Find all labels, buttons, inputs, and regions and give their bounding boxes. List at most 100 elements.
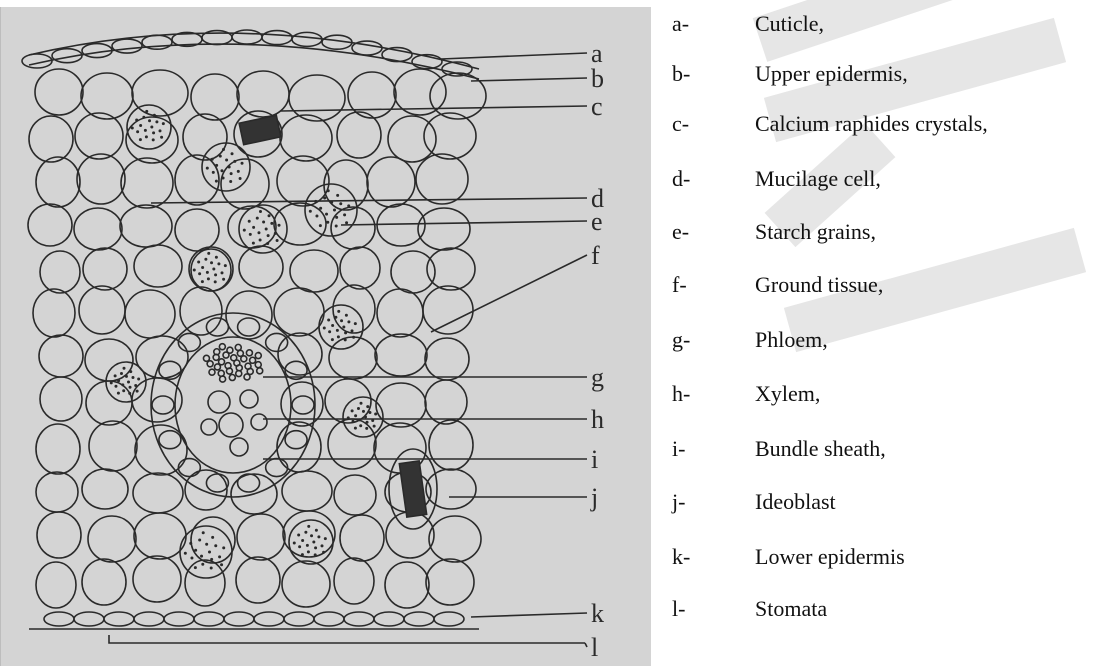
starch-grain xyxy=(259,210,262,213)
legend-letter: a- xyxy=(672,11,689,37)
label-i: i xyxy=(591,445,598,474)
legend-text: Mucilage cell, xyxy=(755,166,881,192)
phloem-cell xyxy=(203,355,209,361)
bundle-sheath-cell xyxy=(266,459,288,477)
starch-grain xyxy=(357,407,360,410)
label-leader-line xyxy=(151,198,587,203)
ground-tissue-cell xyxy=(424,113,476,159)
starch-grain xyxy=(162,122,165,125)
starch-grain xyxy=(351,329,354,332)
starch-grain xyxy=(319,207,322,210)
legend-item: a- Cuticle, xyxy=(672,11,1092,51)
ground-tissue-cell xyxy=(82,559,126,605)
starch-grain xyxy=(248,220,251,223)
starch-grain xyxy=(207,277,210,280)
starch-grain xyxy=(312,541,315,544)
starch-grain xyxy=(194,549,197,552)
ground-tissue-cell xyxy=(36,424,80,474)
legend-text: Ideoblast xyxy=(755,489,836,515)
legend-letter: f- xyxy=(672,272,687,298)
label-c: c xyxy=(591,92,603,121)
ground-tissue-cell xyxy=(36,157,80,207)
lower-epidermis-cell xyxy=(284,612,314,626)
phloem-cell xyxy=(255,353,261,359)
starch-grain xyxy=(144,129,147,132)
ground-tissue-cell xyxy=(175,155,219,205)
starch-grain xyxy=(145,135,148,138)
legend-text: Cuticle, xyxy=(755,11,824,37)
starch-grain xyxy=(366,421,369,424)
ground-tissue-cell xyxy=(88,516,136,562)
starch-grain xyxy=(131,126,134,129)
starch-grain xyxy=(136,390,139,393)
ground-tissue-cell xyxy=(185,560,225,606)
starch-grain xyxy=(205,543,208,546)
label-f: f xyxy=(591,241,600,270)
starch-grain xyxy=(314,546,317,549)
starch-grain xyxy=(243,229,246,232)
starch-grain xyxy=(148,119,151,122)
ground-tissue-cell xyxy=(337,112,381,158)
ground-tissue-cell xyxy=(79,286,125,334)
phloem-cell xyxy=(209,369,215,375)
label-leader-line xyxy=(471,613,587,617)
starch-grain xyxy=(354,414,357,417)
ground-tissue-cell xyxy=(39,335,83,377)
starch-grain xyxy=(212,171,215,174)
starch-grain xyxy=(225,158,228,161)
legend-item: b-Upper epidermis, xyxy=(672,61,1092,101)
upper-epidermis-cell xyxy=(262,31,292,45)
starch-grain xyxy=(267,234,270,237)
starch-grain xyxy=(322,551,325,554)
legend-item: h-Xylem, xyxy=(672,381,1092,421)
starch-grain xyxy=(215,164,218,167)
legend-text: Phloem, xyxy=(755,327,828,353)
starch-grain xyxy=(340,319,343,322)
label-h: h xyxy=(591,405,604,434)
starch-grain xyxy=(265,228,268,231)
legend-text: Starch grains, xyxy=(755,219,876,245)
legend-text: Lower epidermis xyxy=(755,544,905,570)
starch-grain xyxy=(268,214,271,217)
ground-tissue-cell xyxy=(429,516,481,562)
legend-text: Bundle sheath, xyxy=(755,436,886,462)
starch-grain xyxy=(214,544,217,547)
ground-tissue-cell xyxy=(83,248,127,290)
ground-tissue-cell xyxy=(133,473,183,513)
legend-letter: j- xyxy=(672,489,685,515)
starch-grain xyxy=(110,381,113,384)
starch-grain xyxy=(315,214,318,217)
starch-grain xyxy=(337,335,340,338)
starch-grain xyxy=(206,167,209,170)
starch-grain xyxy=(331,324,334,327)
starch-grain xyxy=(252,242,255,245)
legend-text: Ground tissue, xyxy=(755,272,883,298)
starch-grain xyxy=(150,126,153,129)
starch-grain xyxy=(215,180,218,183)
legend-item: j- Ideoblast xyxy=(672,489,1092,529)
legend-item: f- Ground tissue, xyxy=(672,272,1092,312)
legend-text: Stomata xyxy=(755,596,827,622)
phloem-cell xyxy=(246,350,252,356)
lower-epidermis-cell xyxy=(314,612,344,626)
starch-grain xyxy=(319,224,322,227)
starch-grain xyxy=(298,545,301,548)
starch-grain xyxy=(351,409,354,412)
starch-grain xyxy=(222,278,225,281)
ground-tissue-cell xyxy=(125,290,175,338)
ground-tissue-cell xyxy=(35,69,83,115)
starch-grain xyxy=(215,256,218,259)
legend-item: e-Starch grains, xyxy=(672,219,1092,259)
starch-grain xyxy=(315,529,318,532)
legend-letter: d- xyxy=(672,166,690,192)
starch-grain xyxy=(136,130,139,133)
ground-tissue-cell xyxy=(340,247,380,289)
ground-tissue-cell xyxy=(237,514,285,560)
starch-grain xyxy=(214,273,217,276)
ground-tissue-cell xyxy=(377,289,423,337)
starch-grain xyxy=(256,217,259,220)
bundle-sheath-cell xyxy=(178,459,200,477)
starch-grain xyxy=(222,177,225,180)
starch-grain xyxy=(212,268,215,271)
ground-tissue-cell xyxy=(121,158,173,208)
